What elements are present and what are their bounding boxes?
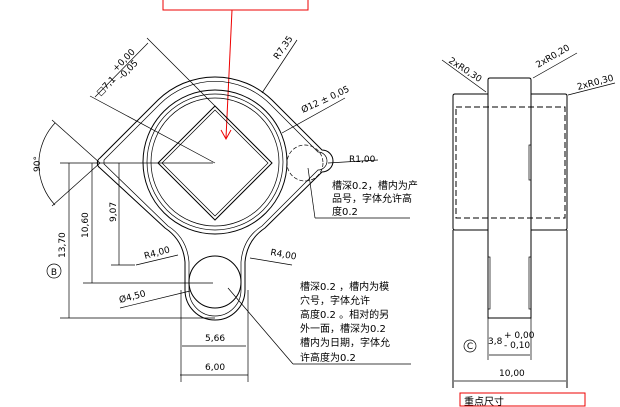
- svg-text:槽深0.2 ，槽内为模: 槽深0.2 ，槽内为模: [300, 280, 389, 293]
- datum-c: C: [467, 342, 473, 352]
- svg-text:槽内为日期，字体允: 槽内为日期，字体允: [300, 336, 390, 349]
- highlight-box-top: [162, 0, 309, 11]
- dim-r400-left: R4,00: [143, 245, 171, 262]
- front-view: [38, 37, 411, 382]
- dim-angle: 90°: [33, 156, 43, 172]
- dim-3-8-tol-upper: + 0,00: [504, 331, 535, 341]
- highlight-arrowhead: [220, 129, 232, 141]
- datum-b-circle: [46, 263, 62, 279]
- dim-10-60: 10,60: [81, 212, 91, 238]
- svg-text:槽深0.2，槽内为产: 槽深0.2，槽内为产: [332, 179, 418, 192]
- dim-3-8-tol-lower: - 0,10: [504, 341, 530, 351]
- dim-dia12: Ø12 ± 0,05: [300, 84, 352, 116]
- note-product-number: 槽深0.2，槽内为产 品号，字体允许高 度0.2: [332, 179, 418, 218]
- note-cavity-number: 槽深0.2 ，槽内为模 穴号，字体允许 高度0.2 。相对的另 外一面，槽深为0…: [300, 280, 390, 364]
- dim-2xr030-left: 2xR0,30: [446, 56, 483, 85]
- dim-square: □7,1: [95, 75, 118, 98]
- dim-dia450: Ø4,50: [118, 288, 147, 306]
- side-view: [441, 52, 616, 388]
- dim-r100: R1,00: [349, 155, 376, 165]
- dim-9-07: 9,07: [109, 202, 119, 222]
- highlight-arrow: [225, 9, 233, 139]
- svg-text:外一面，槽深为0.2: 外一面，槽深为0.2: [300, 322, 386, 335]
- highlight-box-bottom: [459, 392, 586, 407]
- svg-text:许高度为0.2: 许高度为0.2: [300, 351, 356, 364]
- svg-text:高度0.2 。相对的另: 高度0.2 。相对的另: [300, 308, 389, 321]
- dim-10-00: 10,00: [499, 369, 525, 379]
- dim-6-00: 6,00: [205, 363, 225, 373]
- svg-text:穴号，字体允许: 穴号，字体允许: [300, 294, 370, 307]
- datum-b: B: [51, 268, 57, 278]
- dim-r400-right: R4,00: [269, 248, 297, 262]
- highlight-label: 重点尺寸: [464, 395, 504, 407]
- svg-text:品号，字体允许高: 品号，字体允许高: [332, 192, 412, 205]
- dim-5-66: 5,66: [205, 334, 225, 344]
- dim-3-8: 3,8: [488, 337, 503, 347]
- dim-2xr030-right: 2xR0,30: [576, 74, 615, 93]
- datum-c-circle: [463, 339, 477, 353]
- svg-text:度0.2: 度0.2: [332, 205, 358, 218]
- dim-13-70: 13,70: [58, 232, 68, 258]
